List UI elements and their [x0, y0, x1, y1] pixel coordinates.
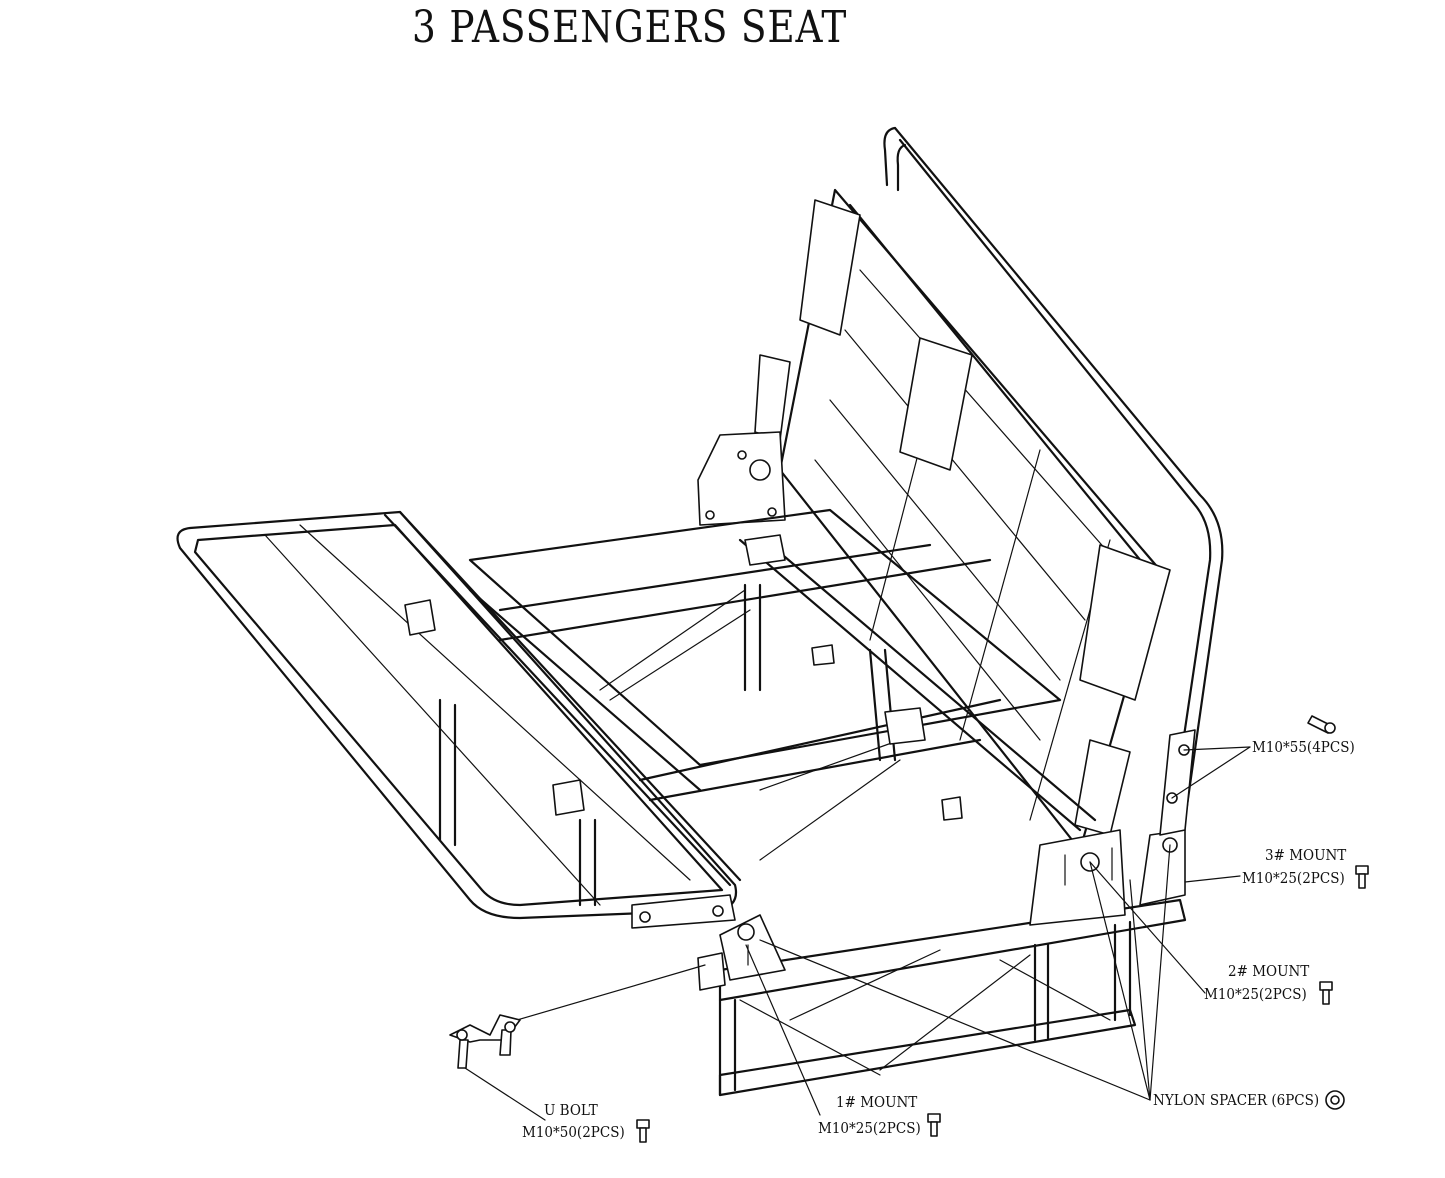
label-u-bolt-size: M10*50(2PCS) [522, 1123, 625, 1141]
label-mount-3-bolt: M10*25(2PCS) [1242, 869, 1345, 887]
label-mount-1: 1# MOUNT [836, 1093, 918, 1111]
base-frame [438, 508, 1187, 1097]
u-bolt-icon [449, 1014, 521, 1069]
bolt-icons [636, 715, 1369, 1143]
mount-2 [1029, 829, 1126, 926]
mount-3 [1139, 729, 1196, 906]
seat-cushion-frame [176, 510, 742, 920]
label-bolt-m10x55: M10*55(4PCS) [1252, 738, 1355, 756]
label-u-bolt: U BOLT [544, 1101, 598, 1119]
label-mount-2-bolt: M10*25(2PCS) [1204, 985, 1307, 1003]
label-mount-3: 3# MOUNT [1265, 846, 1347, 864]
label-nylon-spacer: NYLON SPACER (6PCS) [1153, 1091, 1320, 1109]
seat-back-frame [697, 126, 1224, 892]
clamp-brackets [404, 534, 963, 991]
label-mount-1-bolt: M10*25(2PCS) [818, 1119, 921, 1137]
mount-1 [719, 914, 786, 981]
diagram-title: 3 PASSENGERS SEAT [412, 2, 848, 53]
hinge-bracket [631, 894, 736, 929]
label-mount-2: 2# MOUNT [1228, 962, 1310, 980]
leader-lines [464, 746, 1251, 1121]
